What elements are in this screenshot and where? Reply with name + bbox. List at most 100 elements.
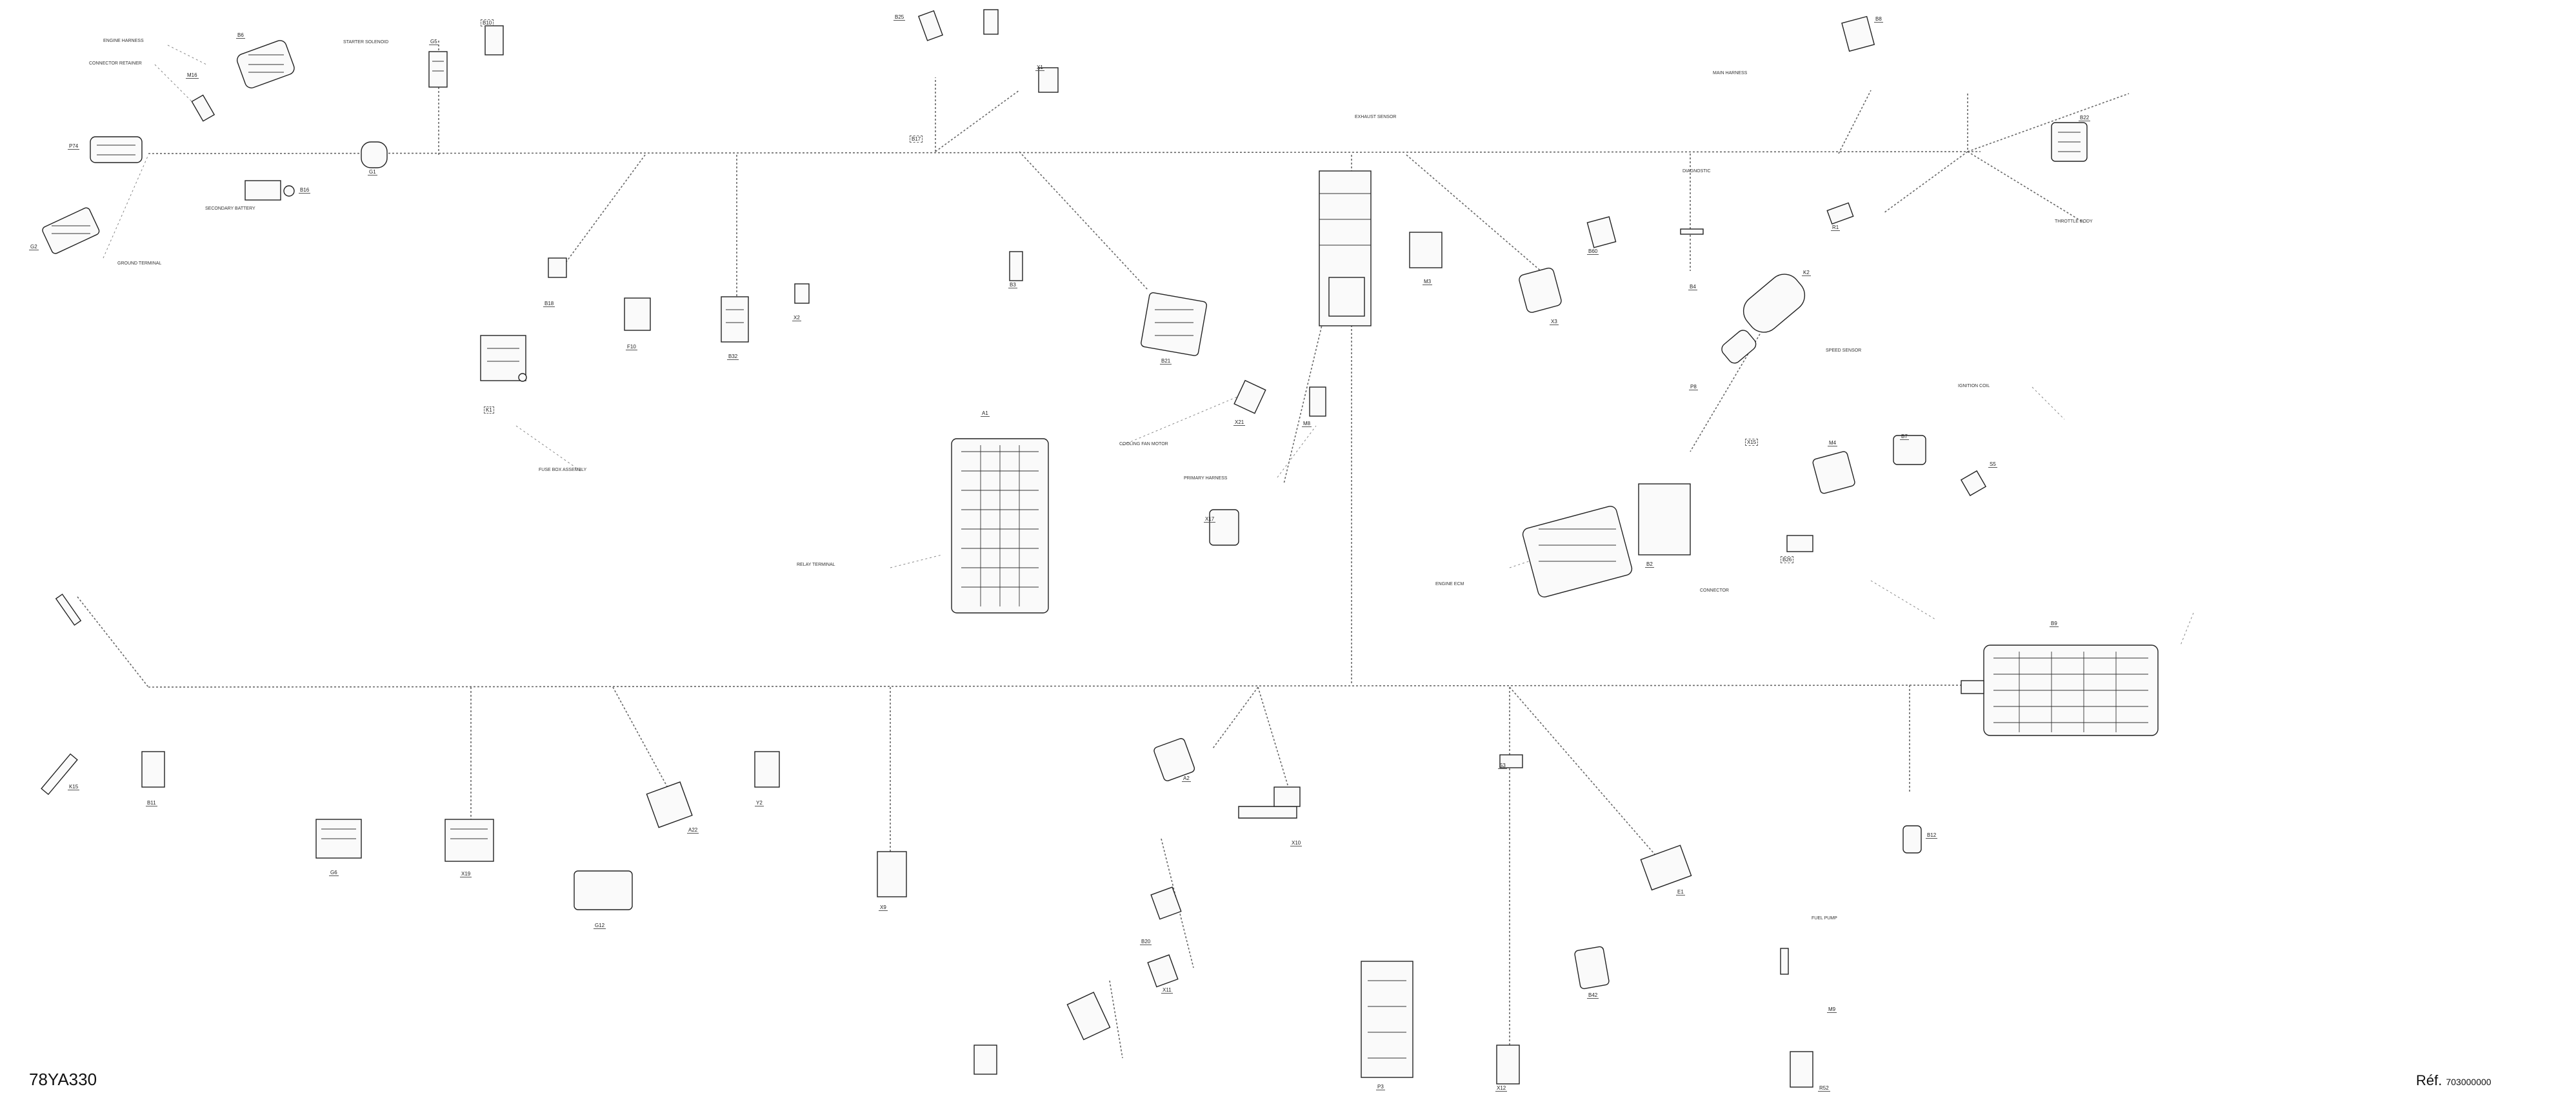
code-e1: E1 <box>1676 889 1685 895</box>
code-x19: X19 <box>460 871 472 877</box>
code-a1: A1 <box>981 410 990 417</box>
code-b3: B3 <box>1008 282 1017 288</box>
part-x2 <box>794 283 810 304</box>
callout-fuse-box-assembly: FUSE BOX ASSEMBLY <box>539 468 587 472</box>
part-m9 <box>1780 948 1789 975</box>
code-k15: K15 <box>68 784 80 790</box>
part-x21 <box>1233 379 1266 414</box>
code-g2: G2 <box>29 244 39 250</box>
code-g12: G12 <box>594 923 606 929</box>
code-a22: A22 <box>687 827 699 834</box>
part-b25 <box>917 9 999 41</box>
reference-label: Réf. 703000000 <box>2416 1072 2491 1089</box>
code-m4: M4 <box>1828 440 1838 446</box>
part-left-sensor <box>55 594 82 626</box>
code-r52: R52 <box>1818 1085 1830 1092</box>
code-b10: B10 <box>481 19 494 26</box>
callout-primary-harness: PRIMARY HARNESS <box>1184 476 1228 481</box>
code-k1: K1 <box>484 406 494 414</box>
code-b11: B11 <box>146 800 157 806</box>
callout-main-harness: MAIN HARNESS <box>1713 71 1748 75</box>
code-m9: M9 <box>1827 1006 1837 1013</box>
callout-relay-terminal: RELAY TERMINAL <box>797 563 835 567</box>
code-x1: X1 <box>1035 65 1044 71</box>
part-f10 <box>624 297 651 331</box>
callout-cooling-fan-motor: COOLING FAN MOTOR <box>1119 442 1168 446</box>
code-b25: B25 <box>894 14 906 21</box>
code-x15: X15 <box>1745 439 1759 446</box>
part-x17 <box>1209 509 1239 546</box>
code-b2: B2 <box>1645 561 1654 568</box>
callout-secondary-battery: SECONDARY BATTERY <box>205 206 255 211</box>
code-m3: M3 <box>1423 279 1433 285</box>
callout-starter-solenoid: STARTER SOLENOID <box>343 40 389 45</box>
code-r1: R1 <box>1831 225 1841 231</box>
part-p74 <box>90 136 143 163</box>
part-b42 <box>1574 946 1610 990</box>
part-b20 <box>1150 886 1182 920</box>
part-x9 <box>877 851 907 897</box>
code-x2: X2 <box>792 315 801 321</box>
code-m16: M16 <box>186 72 199 79</box>
part-m3 <box>1319 170 1372 326</box>
code-x10: X10 <box>1290 840 1303 846</box>
reference-number: 703000000 <box>2446 1077 2491 1087</box>
code-y2: Y2 <box>755 800 764 806</box>
part-x19 <box>444 819 494 862</box>
code-g6: G6 <box>329 870 339 876</box>
part-x11 <box>1147 954 1179 988</box>
lower-trunk <box>148 685 1975 688</box>
code-p3: P3 <box>1376 1084 1385 1090</box>
part-k2 <box>1721 274 1806 364</box>
part-m16 <box>191 94 215 122</box>
code-b18: B18 <box>543 301 555 307</box>
part-b8 <box>1841 15 1875 52</box>
callout-ignition-coil: IGNITION COIL <box>1958 384 1990 388</box>
code-a2: A2 <box>1182 775 1191 782</box>
part-fusebox-a1 <box>951 438 1049 614</box>
part-p3 <box>1361 961 1413 1078</box>
part-b26 <box>1786 535 1813 552</box>
code-b21: B21 <box>1160 358 1172 365</box>
code-b16: B16 <box>299 187 311 194</box>
code-x9: X9 <box>879 905 888 911</box>
part-e1 <box>1640 845 1692 891</box>
code-b9: B9 <box>2050 621 2059 627</box>
part-b18 <box>548 257 567 278</box>
part-b22 <box>2051 122 2088 162</box>
code-b8: B8 <box>1874 16 1883 23</box>
upper-trunk <box>148 151 1981 154</box>
right-riser <box>1967 93 2130 153</box>
diagram-id: 78YA330 <box>29 1070 97 1089</box>
part-b60 <box>1519 267 1562 313</box>
code-k2: K2 <box>1802 270 1811 276</box>
part-x1 <box>1038 67 1059 93</box>
code-f10: F10 <box>626 344 637 350</box>
part-b4 <box>1586 216 1617 248</box>
callout-throttle-body: THROTTLE BODY <box>2055 219 2093 224</box>
code-b7: B7 <box>1900 434 1909 440</box>
part-x3 <box>1409 232 1443 268</box>
part-b32 <box>721 296 749 343</box>
part-ecm-b2 <box>1522 483 1691 597</box>
part-r52 <box>1790 1051 1813 1088</box>
part-m8 <box>1309 386 1326 417</box>
code-b42: B42 <box>1587 992 1599 999</box>
part-g2 <box>42 207 100 254</box>
code-x21: X21 <box>1233 419 1246 426</box>
part-b7 <box>1893 435 1926 465</box>
part-b3 <box>1009 251 1023 281</box>
code-b60: B60 <box>1587 248 1599 255</box>
part-y2 <box>754 751 780 788</box>
callout-fuel-pump: FUEL PUMP <box>1812 916 1837 921</box>
code-b20: B20 <box>1140 939 1152 945</box>
part-b12 <box>1902 825 1922 854</box>
part-a2 <box>1153 738 1195 781</box>
callout-engine-harness: ENGINE HARNESS <box>103 39 144 43</box>
part-s3 <box>1499 754 1523 768</box>
part-b21 <box>1141 292 1208 356</box>
code-m8: M8 <box>1302 421 1312 427</box>
part-m4 <box>1812 451 1855 494</box>
